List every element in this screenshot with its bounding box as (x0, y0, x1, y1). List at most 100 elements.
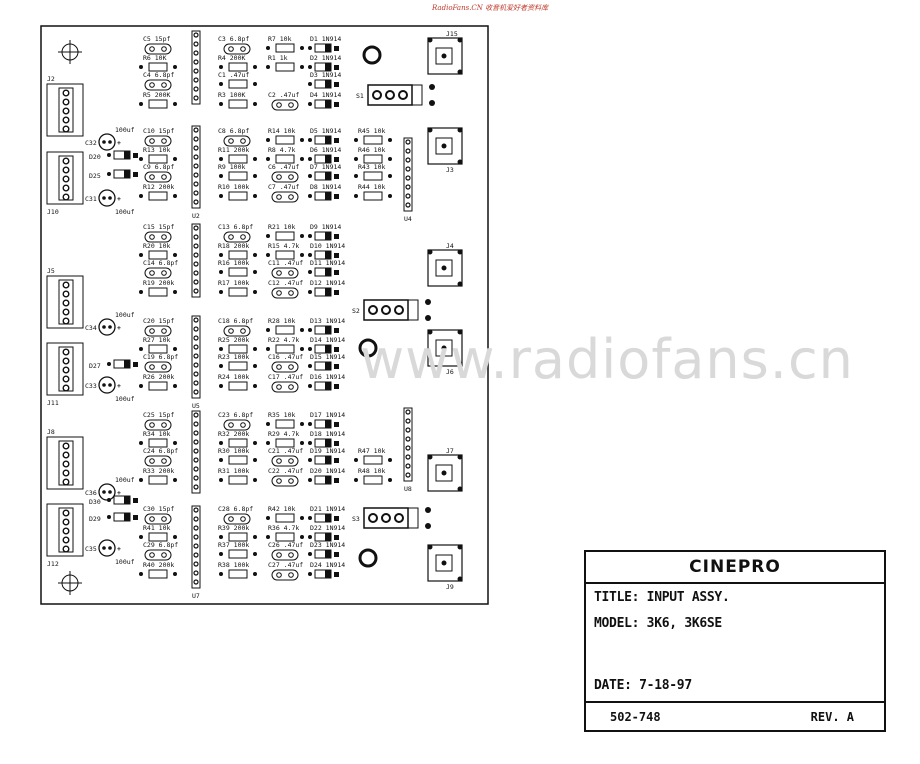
component-label: R15 4.7k (268, 242, 299, 250)
cap-outline (98, 318, 116, 336)
ic-pin (405, 472, 411, 478)
connector-label: J8 (47, 428, 55, 436)
pad (354, 157, 358, 161)
cap-outline (98, 539, 116, 557)
component-label: R9 100k (218, 163, 245, 171)
ic-pin (193, 163, 199, 169)
pad (139, 384, 143, 388)
ic-pin (193, 41, 199, 47)
capacitor-body (271, 455, 299, 467)
pad-square (334, 82, 339, 87)
pad (457, 159, 463, 165)
diode-label: D27 (89, 362, 101, 370)
pad (457, 486, 463, 492)
diode-cathode-band (325, 439, 331, 447)
resistor-body (148, 154, 168, 164)
plus-sign: + (117, 139, 121, 147)
pad (253, 102, 257, 106)
pad (139, 441, 143, 445)
switch-pin (398, 90, 408, 100)
cap-label: C33 (85, 382, 97, 390)
pad (308, 347, 312, 351)
pad (240, 234, 246, 240)
drawing-revision: REV. A (810, 710, 854, 724)
pad-square (334, 194, 339, 199)
ic-strip-4 (191, 223, 201, 298)
ic-pin (405, 202, 411, 208)
connector-pin (62, 98, 70, 106)
pad (161, 516, 167, 522)
connector-pin (62, 536, 70, 544)
jack-outline (427, 127, 463, 165)
pad (276, 458, 282, 464)
component-label: R19 200k (143, 279, 174, 287)
resistor-body (228, 250, 248, 260)
capacitor-body (144, 419, 172, 431)
resistor-body (228, 475, 248, 485)
pad (107, 153, 111, 157)
ic-pin (193, 507, 199, 513)
component-label: D3 1N914 (310, 71, 341, 79)
pad (308, 46, 312, 50)
component-label: R31 100k (218, 467, 249, 475)
ic-pin (193, 466, 199, 472)
ic-outline (191, 30, 201, 105)
component-label: D10 1N914 (310, 242, 345, 250)
pad (300, 234, 304, 238)
pad (139, 102, 143, 106)
pad (102, 196, 106, 200)
ic-pin (193, 317, 199, 323)
connector-label: J10 (47, 208, 59, 216)
pad (139, 572, 143, 576)
jack-label: J9 (446, 583, 454, 591)
cap-value: 100uf (115, 476, 135, 484)
resistor-body (363, 135, 383, 145)
capacitor-body (144, 455, 172, 467)
pad-square (334, 138, 339, 143)
component-label: R38 100k (218, 561, 249, 569)
pad (388, 458, 392, 462)
jack-outline (427, 544, 463, 582)
pad (173, 253, 177, 257)
component-label: R44 10k (358, 183, 385, 191)
pad (161, 422, 167, 428)
capacitor-body (271, 549, 299, 561)
ic-pin (193, 252, 199, 258)
ic-pin (193, 279, 199, 285)
pad (288, 102, 294, 108)
component-label: R34 10k (143, 430, 170, 438)
pad-square (334, 422, 339, 427)
pad-square (334, 46, 339, 51)
pad (457, 329, 463, 335)
component-label: D12 1N914 (310, 279, 345, 287)
board-outline (40, 25, 489, 605)
resistor-body (275, 135, 295, 145)
component-label: D24 1N914 (310, 561, 345, 569)
component-label: R10 100k (218, 183, 249, 191)
ic-pin (405, 436, 411, 442)
component-label: D21 1N914 (310, 505, 345, 513)
component-label: D1 1N914 (310, 35, 341, 43)
resistor-body (148, 569, 168, 579)
pad (253, 364, 257, 368)
ic-pin (193, 50, 199, 56)
ic-pin (193, 412, 199, 418)
capacitor-body (144, 79, 172, 91)
mounting-hole-top-left (58, 40, 82, 64)
ic-strip-1 (191, 30, 201, 105)
pad (388, 157, 392, 161)
pad (219, 347, 223, 351)
connector-pin (62, 478, 70, 486)
pad (219, 174, 223, 178)
pad (288, 290, 294, 296)
component-label: R24 100k (218, 373, 249, 381)
pad (139, 347, 143, 351)
pad (173, 441, 177, 445)
capacitor-body (271, 171, 299, 183)
capacitor-body (144, 361, 172, 373)
diode-cathode-band (124, 170, 130, 178)
pad (308, 364, 312, 368)
component-label: C20 15pf (143, 317, 174, 325)
component-label: C23 6.8pf (218, 411, 253, 419)
